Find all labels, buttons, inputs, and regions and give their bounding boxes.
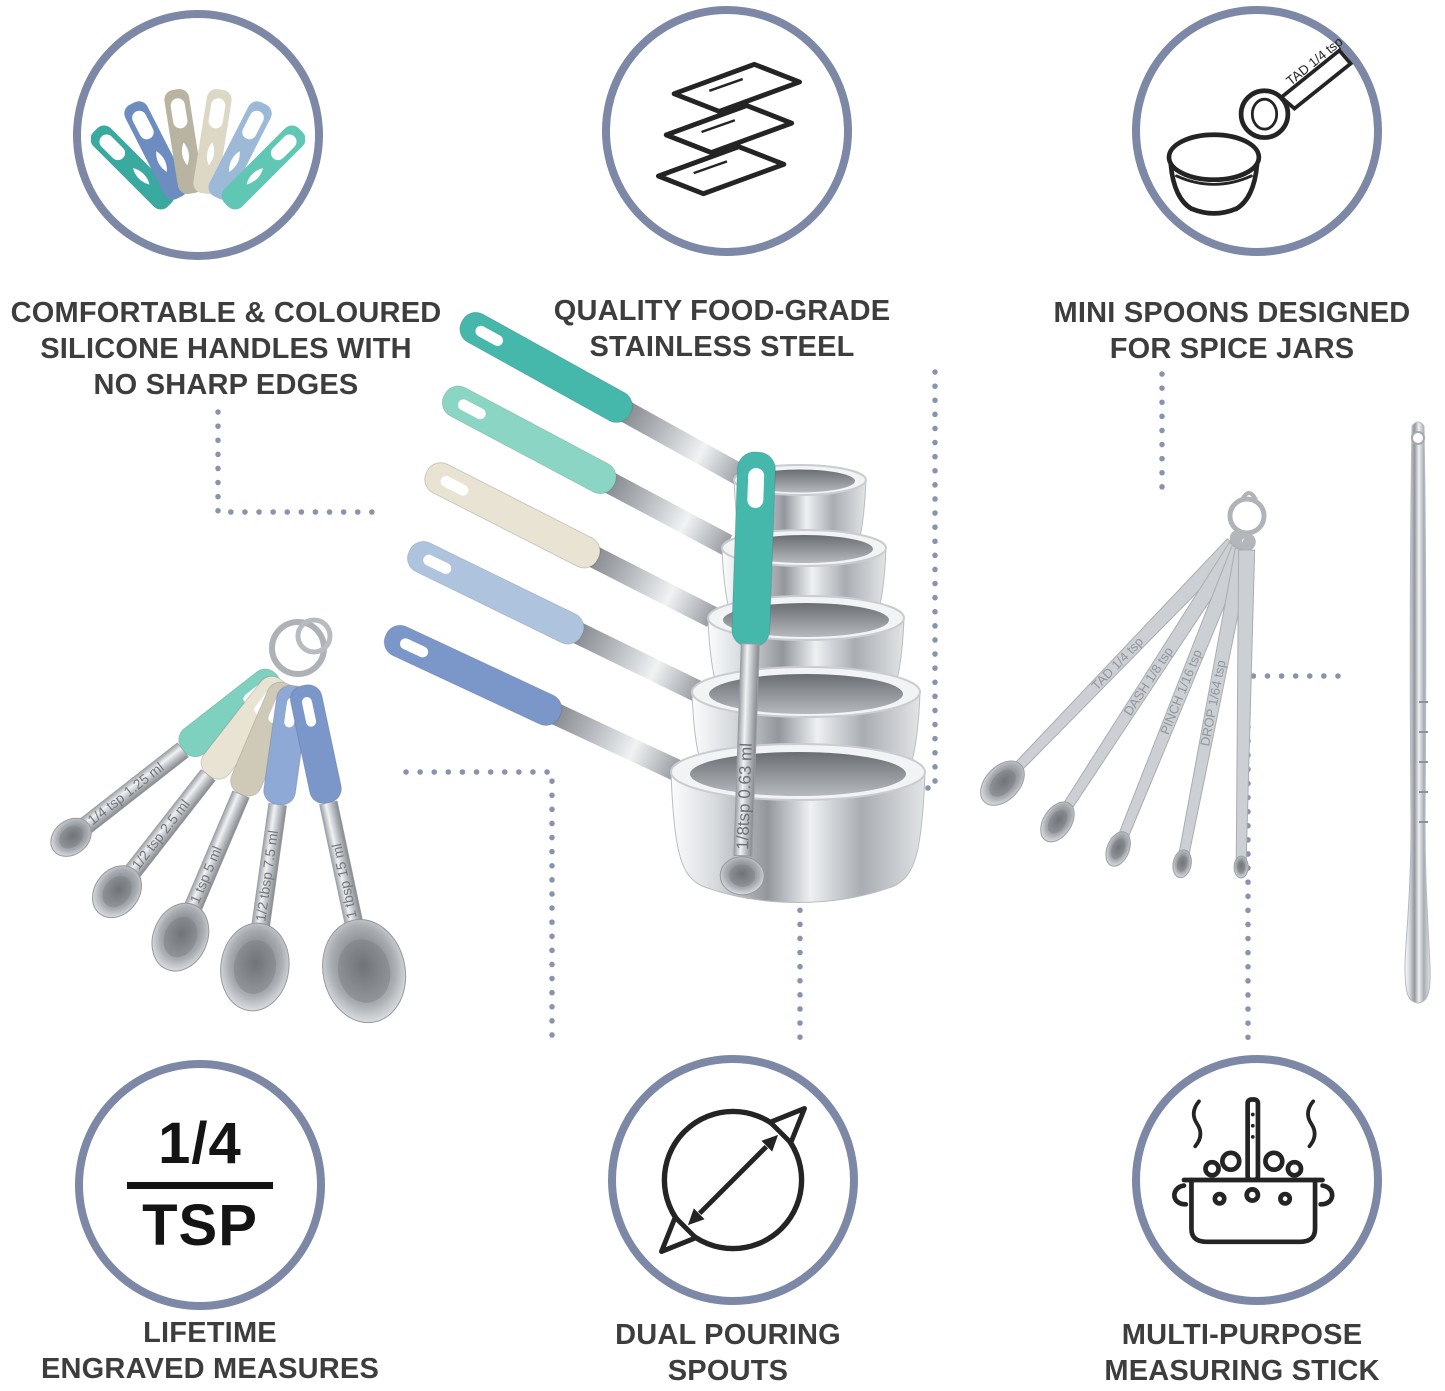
- caption-line: NO SHARP EDGES: [93, 368, 359, 401]
- cup-handle-periwinkle: [383, 624, 681, 780]
- badge-unit: TSP: [142, 1192, 258, 1258]
- engraved-measure-icon: 1/4 TSP: [127, 1110, 273, 1258]
- ring-spoon-5: 1 tbsp 15 ml: [289, 684, 407, 1024]
- feature-caption-stick: MULTI-PURPOSE MEASURING STICK: [1052, 1318, 1432, 1390]
- caption-line: COMFORTABLE & COLOURED: [10, 297, 442, 329]
- caption-line: SILICONE HANDLES WITH: [40, 332, 412, 365]
- caption-line: MEASURING STICK: [1104, 1354, 1380, 1387]
- feature-caption-silicone-handles: COMFORTABLE & COLOURED SILICONE HANDLES …: [8, 296, 444, 404]
- connector-engraved: [403, 769, 555, 1049]
- dotted-connectors: [215, 369, 1341, 1049]
- feature-circle-engraved: 1/4 TSP: [75, 1060, 325, 1310]
- connector-stick: [1245, 673, 1341, 1047]
- badge-numerator: 1/4: [158, 1110, 242, 1176]
- caption-line: MINI SPOONS DESIGNED: [1053, 297, 1411, 329]
- feature-circle-spouts: [608, 1055, 858, 1305]
- feature-circle-stainless-steel: [602, 6, 852, 256]
- feature-caption-spouts: DUAL POURING SPOUTS: [553, 1318, 903, 1390]
- silicone-handles-fan-icon: [91, 88, 305, 210]
- dual-pour-spouts-icon: [659, 1106, 807, 1254]
- caption-line: DUAL POURING: [615, 1319, 841, 1351]
- engraving-label: 1/8tsp 0.63 ml: [733, 743, 756, 850]
- caption-line: STAINLESS STEEL: [589, 330, 855, 363]
- measuring-cup-5: [670, 743, 926, 903]
- steel-sheets-icon: [629, 33, 825, 229]
- feature-caption-stainless-steel: QUALITY FOOD-GRADE STAINLESS STEEL: [527, 294, 917, 366]
- cup-handle-cream: [424, 462, 717, 627]
- feature-caption-mini-spoons: MINI SPOONS DESIGNED FOR SPICE JARS: [1032, 296, 1432, 368]
- spice-jar-spoon-icon: TAD 1/4 tsp: [1166, 34, 1354, 216]
- caption-line: SPOUTS: [667, 1354, 789, 1387]
- front-measuring-spoon: 1/8tsp 0.63 ml: [719, 451, 776, 896]
- feature-circle-mini-spoons: TAD 1/4 tsp: [1132, 6, 1382, 256]
- mini-spoon-5: [1233, 532, 1256, 879]
- caption-line: QUALITY FOOD-GRADE: [553, 295, 891, 327]
- ring-spoon-set: 1/4 tsp 1.25 ml 1/2 tsp 2.5 ml 1 tsp 5 m…: [50, 617, 407, 1024]
- pot-measuring-stick-icon: [1172, 1097, 1335, 1245]
- caption-line: LIFETIME: [143, 1317, 277, 1349]
- cup-handle-mint: [441, 385, 733, 555]
- caption-line: ENGRAVED MEASURES: [40, 1352, 380, 1385]
- connector-silicone-handles: [215, 409, 381, 515]
- measuring-stick: [1404, 421, 1431, 1004]
- engraving-label: DROP 1/64 tsp: [1197, 659, 1228, 747]
- connector-stainless-steel: [909, 369, 938, 791]
- measuring-cup-set: 1/8tsp 0.63 ml: [383, 311, 926, 903]
- feature-circle-silicone-handles: [73, 10, 323, 260]
- feature-circle-stick: [1132, 1055, 1382, 1305]
- caption-line: MULTI-PURPOSE: [1121, 1319, 1363, 1351]
- mini-spoon-set: TAD 1/4 tsp DASH 1/8 tsp PINCH 1/16 tsp: [980, 491, 1267, 879]
- engraving-label: 1/2 tsp 2.5 ml: [128, 796, 192, 872]
- feature-caption-engraved: LIFETIME ENGRAVED MEASURES: [0, 1316, 420, 1388]
- cup-handle-light-blue: [406, 540, 702, 701]
- fraction-bar: [127, 1181, 273, 1189]
- cup-handle-teal: [459, 311, 748, 486]
- engraving-label: 1 tbsp 15 ml: [328, 842, 360, 920]
- caption-line: FOR SPICE JARS: [1109, 332, 1355, 365]
- engraving-label: 1/4 tsp 1.25 ml: [84, 759, 166, 828]
